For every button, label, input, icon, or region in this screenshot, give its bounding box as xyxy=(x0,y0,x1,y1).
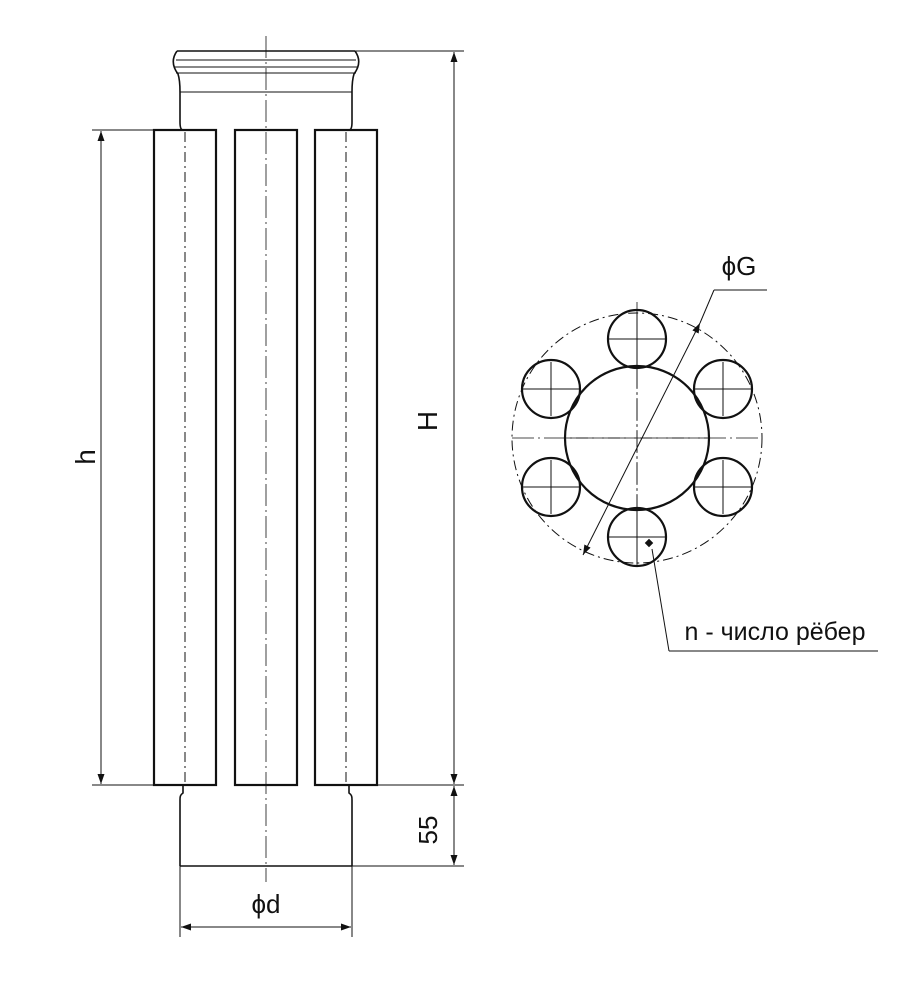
top-socket xyxy=(172,50,360,131)
cross-section-view: ϕG n - число рёбер xyxy=(511,251,878,652)
dimension-55-label: 55 xyxy=(413,816,443,845)
dimension-h-label: h xyxy=(70,449,101,465)
dimension-G: ϕG xyxy=(582,251,767,556)
rib-count-callout: n - число рёбер xyxy=(644,538,878,652)
rib-count-label: n - число рёбер xyxy=(685,618,866,646)
dimension-h: h xyxy=(70,129,154,786)
rib-right xyxy=(313,128,379,787)
bottom-pipe xyxy=(179,785,353,867)
dimension-G-label: ϕG xyxy=(722,251,757,281)
dimension-H: H xyxy=(355,50,464,786)
dimension-d: ϕd xyxy=(179,866,353,937)
rib-center xyxy=(233,128,299,787)
side-view: h H 55 ϕd xyxy=(70,36,464,937)
dimension-d-label: ϕd xyxy=(251,889,280,919)
dimension-H-label: H xyxy=(412,411,443,431)
rib-left xyxy=(152,128,218,787)
dimension-55: 55 xyxy=(352,786,464,867)
